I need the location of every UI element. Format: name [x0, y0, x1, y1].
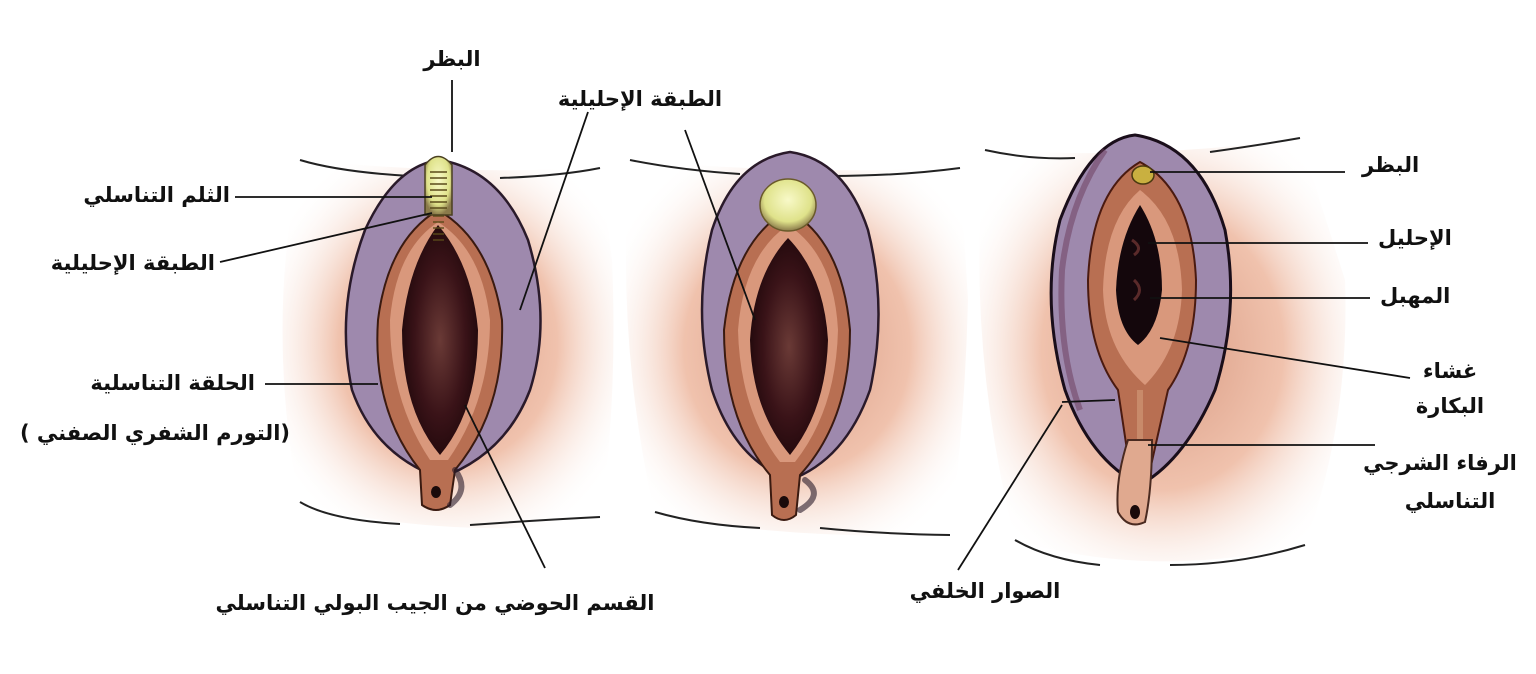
- leader-s1-urethral-plate: [219, 212, 433, 263]
- label-s1-genital-swelling-line1: الحلقة التناسلية: [90, 371, 255, 395]
- label-s3-perineal-raphe-line2: التناسلي: [1404, 489, 1496, 513]
- label-s3-urethra: الإحليل: [1378, 226, 1452, 250]
- stage-2-top-fold-line: [629, 159, 961, 177]
- stage-3-labia-majora-left-edge: [1058, 148, 1108, 412]
- stage-1-top-fold-line-right: [499, 167, 601, 179]
- stage-2-urogenital-sinus: [750, 238, 828, 455]
- label-s1-clitoris: البظر: [423, 47, 481, 71]
- stage-2-bottom-fold-line: [654, 511, 951, 536]
- stage-3-anal-opening: [1130, 505, 1140, 519]
- leader-s2-urethral-plate: [684, 129, 756, 321]
- stage-1-genital-tubercle: [424, 155, 453, 216]
- leader-s1-urethral-plate-top: [519, 111, 589, 311]
- stage-1-figure: [282, 155, 614, 529]
- stage-3-top-fold-line: [984, 137, 1301, 160]
- stage-3-perineum-tail: [1116, 439, 1154, 526]
- leader-s1-pelvic-part: [464, 404, 546, 569]
- stage-3-vaginal-folds: [1131, 238, 1141, 302]
- stage-3-figure: [979, 133, 1346, 566]
- stage-1-urogenital-sinus: [402, 225, 478, 455]
- label-s3-vagina: المهبل: [1380, 284, 1451, 308]
- stage-2-tail-opening: [779, 496, 789, 508]
- label-s3-clitoris: البظر: [1362, 153, 1420, 177]
- leader-s3-hymen: [1159, 337, 1411, 379]
- stage-3-vaginal-orifice: [1116, 205, 1162, 345]
- label-s3-hymen-line2: البكارة: [1415, 394, 1485, 418]
- label-s2-urethral-plate: الطبقة الإحليلية: [557, 87, 723, 111]
- leader-s3-posterior-commissure-branch: [1061, 399, 1116, 403]
- stage-1-top-fold-line: [299, 159, 411, 177]
- stage-3-bottom-fold-line: [1014, 539, 1306, 566]
- label-s3-hymen-line1: غشاء: [1422, 359, 1478, 383]
- label-s1-urethral-plate: الطبقة الإحليلية: [50, 251, 215, 275]
- stage-1-tail-opening: [431, 486, 441, 498]
- stage-2-tail-shadow: [797, 477, 817, 513]
- stage-3-clitoris: [1131, 165, 1155, 185]
- label-s3-posterior-commissure: الصوار الخلفي: [909, 579, 1061, 603]
- label-s1-pelvic-part: القسم الحوضي من الجيب البولي التناسلي: [215, 591, 655, 615]
- label-s1-genital-groove: الثلم التناسلي: [83, 183, 230, 207]
- stage-1-tail-shadow: [447, 467, 465, 508]
- stage-2-clitoris-glans: [759, 178, 817, 232]
- label-s1-genital-swelling-line2: (التورم الشفري الصفني ): [19, 421, 290, 445]
- stage-1-bottom-fold-line: [299, 501, 601, 526]
- stage-2-figure: [625, 150, 968, 536]
- label-s3-perineal-raphe-line1: الرفاء الشرجي: [1363, 451, 1517, 475]
- stage-1-urethral-plate-stripes: [430, 171, 447, 241]
- leader-lines: [219, 80, 1411, 571]
- leader-s3-posterior-commissure: [957, 404, 1063, 571]
